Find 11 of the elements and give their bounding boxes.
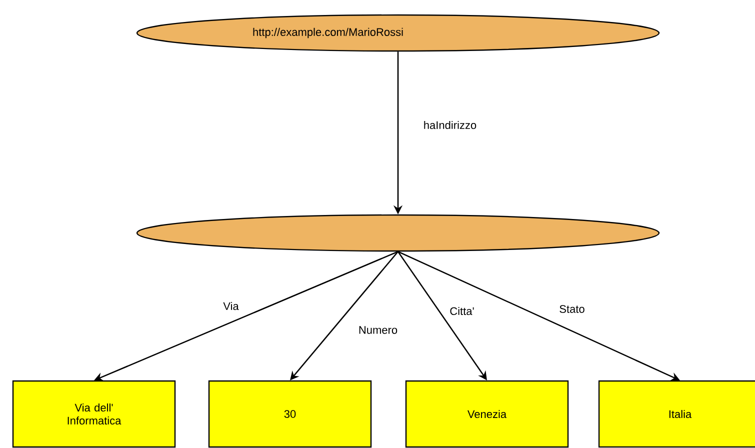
edge-label: Via	[222, 300, 240, 312]
edge-label: Stato	[558, 304, 586, 314]
literal-box: 30	[208, 380, 372, 448]
edge-label: Numero	[357, 325, 399, 335]
ellipse-node: http://example.com/MarioRossi	[136, 14, 660, 52]
edge-label: Citta'	[448, 306, 476, 316]
literal-box: Venezia	[405, 380, 569, 448]
ellipse-node	[136, 214, 660, 252]
edge-label: haIndirizzo	[422, 120, 478, 130]
literal-box: Via dell' Informatica	[12, 380, 176, 448]
literal-box: Italia	[598, 380, 755, 448]
